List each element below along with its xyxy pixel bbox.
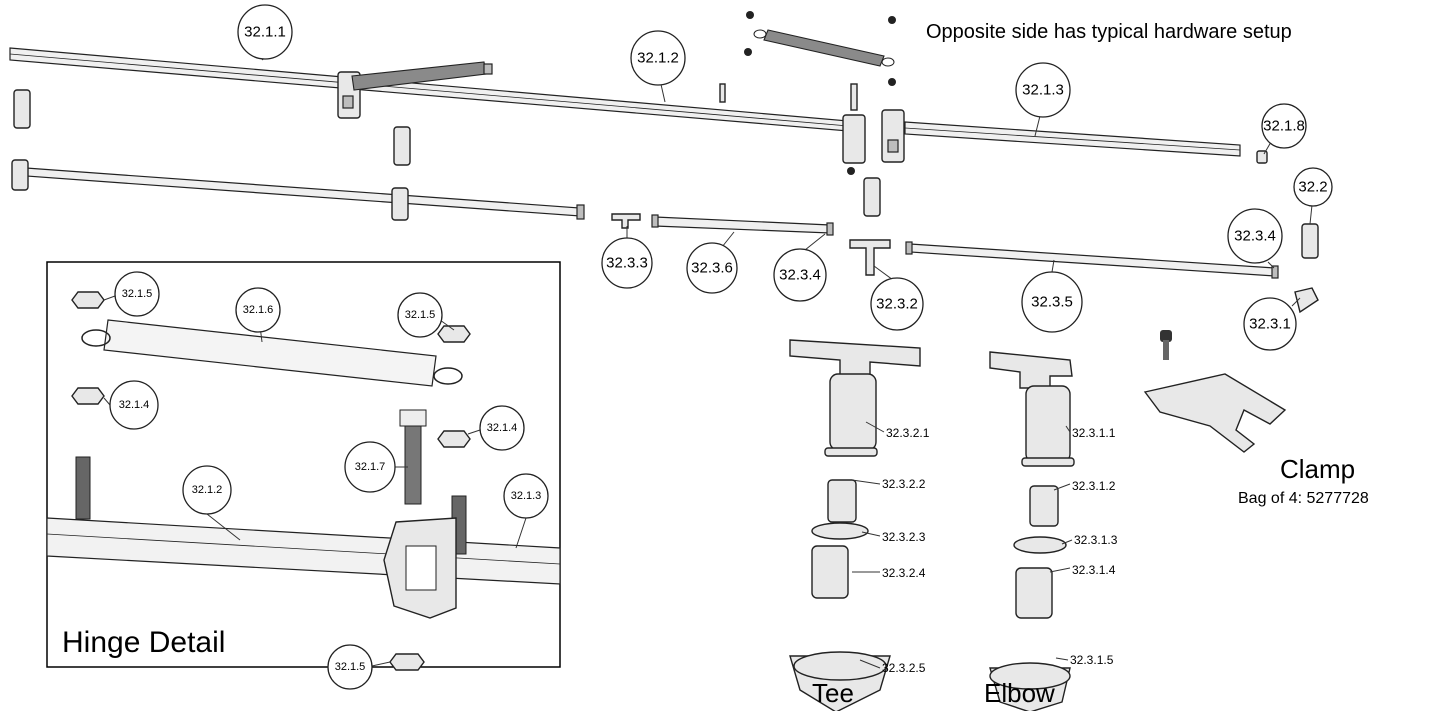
lower-pipe-left <box>11 159 585 221</box>
inset-nuts <box>71 291 471 671</box>
svg-text:32.3.4: 32.3.4 <box>779 267 821 284</box>
tee-part-4: 32.3.2.4 <box>882 566 926 580</box>
svg-text:32.1.3: 32.1.3 <box>511 490 542 502</box>
callout-32-1-5-a: 32.1.5 <box>114 271 160 317</box>
svg-text:32.1.8: 32.1.8 <box>1263 118 1305 135</box>
tee-part-2: 32.3.2.2 <box>882 477 926 491</box>
inset-title: Hinge Detail <box>62 626 225 659</box>
svg-text:32.3.5: 32.3.5 <box>1031 294 1073 311</box>
main-callouts: 32.1.1 32.1.2 32.1.3 32.1.8 32.2 32.3.4 … <box>237 4 1333 351</box>
elbow-fitting <box>989 351 1075 711</box>
callout-32-3-5: 32.3.5 <box>1021 271 1083 333</box>
opposite-side-note: Opposite side has typical hardware setup <box>926 21 1292 43</box>
callout-32-3-3: 32.3.3 <box>601 237 653 289</box>
callout-32-2: 32.2 <box>1293 167 1333 207</box>
svg-text:32.1.4: 32.1.4 <box>487 422 518 434</box>
hinge-detail-inset: 32.1.5 32.1.6 32.1.5 32.1.4 32.1.4 32.1.… <box>46 261 561 690</box>
callout-32-1-2-inset: 32.1.2 <box>182 465 232 515</box>
callout-32-3-2: 32.3.2 <box>870 277 924 331</box>
svg-text:32.1.2: 32.1.2 <box>637 50 679 67</box>
clamp-part <box>1143 330 1287 453</box>
inset-bolts <box>75 409 467 555</box>
inset-tube <box>46 517 561 585</box>
elbow-part-3: 32.3.1.3 <box>1074 533 1118 547</box>
callout-32-3-1: 32.3.1 <box>1243 297 1297 351</box>
svg-text:32.2: 32.2 <box>1298 179 1327 196</box>
svg-text:32.3.1: 32.3.1 <box>1249 316 1291 333</box>
tee-part-5: 32.3.2.5 <box>882 661 926 675</box>
svg-text:32.3.2: 32.3.2 <box>876 296 918 313</box>
svg-text:32.1.3: 32.1.3 <box>1022 82 1064 99</box>
tee-part-1: 32.3.2.1 <box>886 426 930 440</box>
callout-32-1-1: 32.1.1 <box>237 4 293 60</box>
callout-32-1-7: 32.1.7 <box>344 441 396 493</box>
tee-fitting <box>789 339 921 711</box>
inset-spring <box>81 319 463 387</box>
tee-part-3: 32.3.2.3 <box>882 530 926 544</box>
callout-32-1-4-b: 32.1.4 <box>479 405 525 451</box>
elbow-leaders <box>1049 425 1073 661</box>
svg-text:32.1.7: 32.1.7 <box>355 461 386 473</box>
svg-text:32.3.6: 32.3.6 <box>691 260 733 277</box>
callout-32-1-6: 32.1.6 <box>235 287 281 333</box>
spring-exploded-top <box>753 29 895 67</box>
clamp-subtitle: Bag of 4: 5277728 <box>1238 490 1369 507</box>
clamp-title: Clamp <box>1280 454 1355 484</box>
svg-text:32.1.4: 32.1.4 <box>119 399 150 411</box>
elbow-title: Elbow <box>984 678 1055 708</box>
svg-text:32.1.5: 32.1.5 <box>335 661 366 673</box>
svg-text:32.1.6: 32.1.6 <box>243 304 274 316</box>
svg-text:32.1.2: 32.1.2 <box>192 484 223 496</box>
clip-parts <box>13 89 1319 259</box>
callout-32-3-4-right: 32.3.4 <box>1227 208 1283 264</box>
tee-leaders <box>851 421 885 669</box>
callout-32-1-8: 32.1.8 <box>1261 103 1307 149</box>
callout-32-1-4-a: 32.1.4 <box>109 380 159 430</box>
callout-32-1-2: 32.1.2 <box>630 30 686 86</box>
callout-32-3-4-middle: 32.3.4 <box>773 248 827 302</box>
boom-tube-right <box>904 121 1241 157</box>
callout-32-1-3: 32.1.3 <box>1015 62 1071 118</box>
elbow-part-5: 32.3.1.5 <box>1070 653 1114 667</box>
callout-32-1-5-b: 32.1.5 <box>397 292 443 338</box>
elbow-part-1: 32.3.1.1 <box>1072 426 1116 440</box>
svg-text:32.3.4: 32.3.4 <box>1234 228 1276 245</box>
svg-text:32.1.5: 32.1.5 <box>122 288 153 300</box>
hinge-bracket-right <box>842 109 905 164</box>
elbow-part-2: 32.3.1.2 <box>1072 479 1116 493</box>
svg-text:32.1.1: 32.1.1 <box>244 24 286 41</box>
callout-32-3-6: 32.3.6 <box>686 242 738 294</box>
lower-pipe-right <box>849 239 1319 314</box>
svg-text:32.1.5: 32.1.5 <box>405 309 436 321</box>
boom-tube-left <box>9 47 861 133</box>
callout-32-1-3-inset: 32.1.3 <box>503 473 549 519</box>
lower-pipe-middle <box>611 213 834 236</box>
inset-bracket <box>383 517 457 619</box>
tee-title: Tee <box>812 678 854 708</box>
elbow-part-4: 32.3.1.4 <box>1072 563 1116 577</box>
callout-32-1-5-c: 32.1.5 <box>327 644 373 690</box>
svg-text:32.3.3: 32.3.3 <box>606 255 648 272</box>
hardware-nuts <box>483 11 896 175</box>
